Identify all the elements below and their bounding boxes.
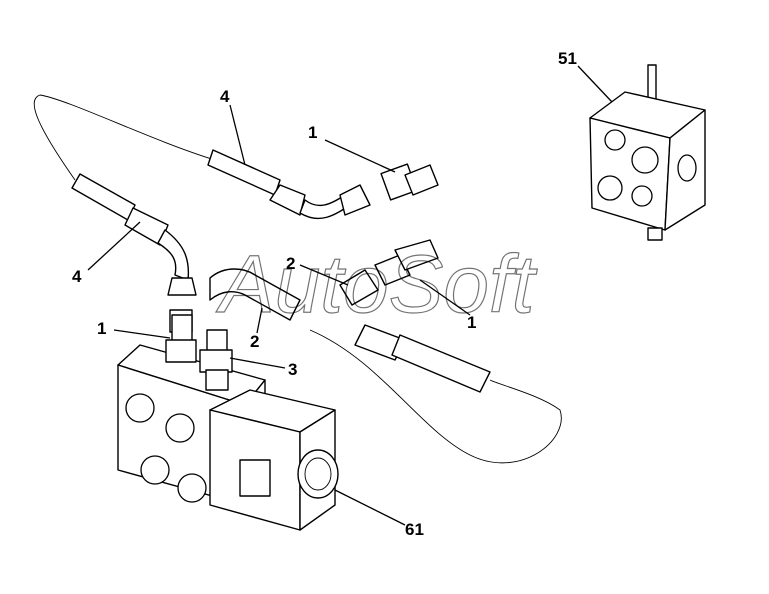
callout-1-upper: 1 (308, 123, 317, 142)
callout-4-upper: 4 (220, 87, 230, 106)
leader-lines (87, 65, 613, 526)
watermark-text: AutoSoft (215, 239, 538, 330)
port-hole (597, 175, 623, 201)
callout-3: 3 (288, 360, 297, 379)
port-hole (177, 473, 207, 503)
callout-61: 61 (405, 520, 424, 539)
callout-2-lower: 2 (250, 332, 259, 351)
valve-block (117, 314, 339, 531)
control-valve (589, 64, 706, 241)
port-hole (165, 413, 195, 443)
callout-51: 51 (558, 49, 577, 68)
callout-2-upper: 2 (286, 254, 295, 273)
hose-4-upper (207, 149, 439, 220)
port-hole (631, 185, 653, 207)
port-hole (631, 146, 659, 174)
knob (297, 449, 339, 499)
port-hole (140, 455, 170, 485)
hose-outline-curve-lower (309, 329, 562, 464)
port-hole (677, 154, 697, 182)
hose-2-lower (354, 324, 491, 393)
hose-outline-curve (33, 94, 216, 181)
hose-2-middle (209, 239, 439, 321)
hose-4-left (71, 173, 197, 333)
port-hole (604, 129, 626, 151)
callout-4-left: 4 (72, 267, 82, 286)
callout-1-left: 1 (97, 319, 106, 338)
port-hole (125, 393, 155, 423)
callout-1-right: 1 (467, 313, 476, 332)
